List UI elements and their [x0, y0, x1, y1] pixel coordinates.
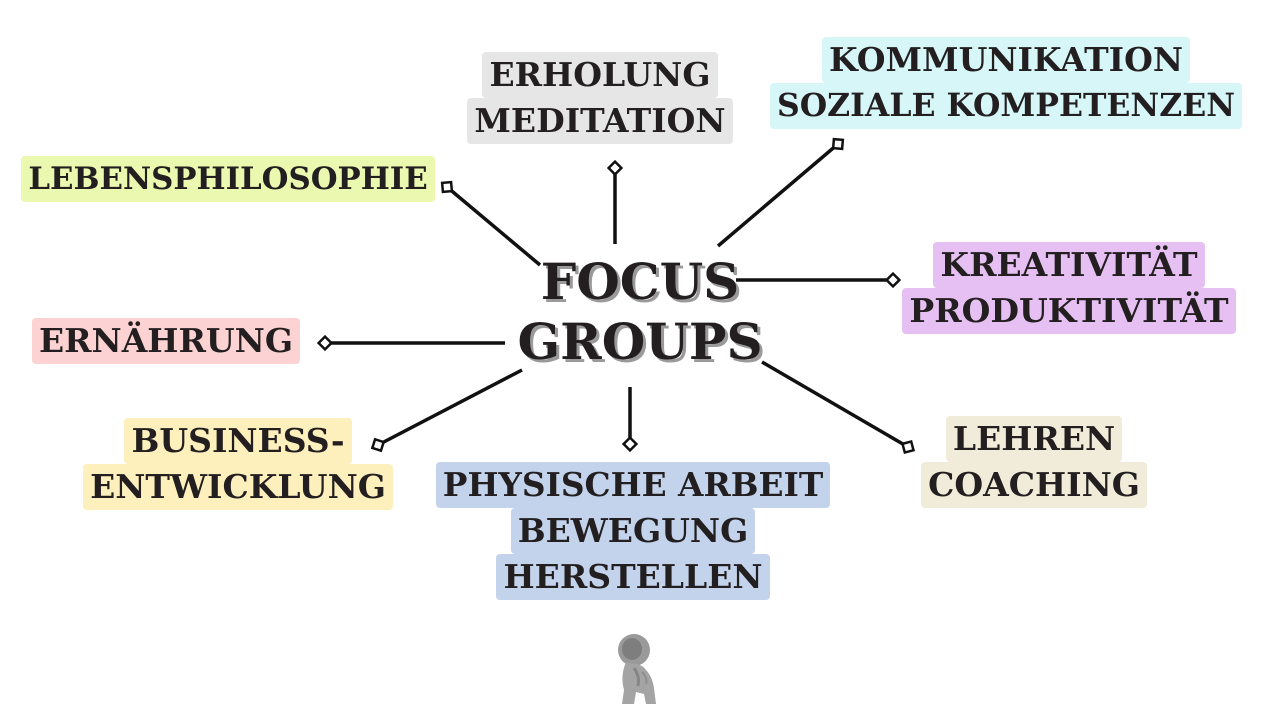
group-kreativitaet: KREATIVITÄT PRODUKTIVITÄT [888, 242, 1250, 334]
connector-lehren-line [761, 360, 909, 449]
group-business-line-1: BUSINESS- [124, 418, 352, 464]
connector-business-line [377, 368, 523, 447]
group-lehren: LEHREN COACHING [912, 416, 1156, 508]
group-kommunikation-line-2: SOZIALE KOMPETENZEN [769, 83, 1243, 129]
group-erholung-line-1: ERHOLUNG [482, 52, 718, 98]
group-physische-line-3: HERSTELLEN [496, 554, 770, 600]
connector-kreativitaet-diamond-marker [884, 271, 902, 289]
connector-business-diamond-marker [370, 437, 386, 453]
central-topic-line-2: GROUPS [517, 312, 763, 371]
connector-lehren-diamond-marker [900, 439, 916, 455]
connector-physische-diamond-marker [621, 435, 639, 453]
group-lebensphilosophie-line-1: LEBENSPHILOSOPHIE [21, 156, 435, 202]
group-physische-line-1: PHYSISCHE ARBEIT [435, 462, 831, 508]
connector-lebensphilosophie-diamond-marker [440, 180, 454, 194]
group-lehren-line-2: COACHING [921, 462, 1147, 508]
connectors [316, 137, 916, 455]
connector-lebensphilosophie-line [445, 185, 542, 267]
group-ernaehrung-line-1: ERNÄHRUNG [31, 318, 301, 364]
central-topic: FOCUS GROUPS [480, 252, 800, 372]
group-ernaehrung: ERNÄHRUNG [20, 318, 312, 364]
central-topic-line-1: FOCUS [540, 252, 740, 311]
group-physische-arbeit: PHYSISCHE ARBEIT BEWEGUNG HERSTELLEN [435, 462, 831, 600]
group-kommunikation-line-1: KOMMUNIKATION [821, 37, 1191, 83]
connector-kommunikation-line [716, 142, 840, 248]
connector-ernaehrung-diamond-marker [316, 334, 334, 352]
group-lehren-line-1: LEHREN [945, 416, 1123, 462]
group-business: BUSINESS- ENTWICKLUNG [72, 418, 404, 510]
group-kommunikation: KOMMUNIKATION SOZIALE KOMPETENZEN [769, 37, 1243, 129]
connector-erholung-diamond-marker [606, 159, 624, 177]
group-erholung-line-2: MEDITATION [467, 98, 733, 144]
connector-kommunikation-diamond-marker [831, 137, 845, 151]
group-physische-line-2: BEWEGUNG [510, 508, 756, 554]
group-erholung: ERHOLUNG MEDITATION [460, 52, 740, 144]
group-kreativitaet-line-2: PRODUKTIVITÄT [902, 288, 1236, 334]
group-lebensphilosophie: LEBENSPHILOSOPHIE [21, 156, 435, 202]
group-kreativitaet-line-1: KREATIVITÄT [933, 242, 1205, 288]
thinker-statue-icon [618, 634, 656, 704]
group-business-line-2: ENTWICKLUNG [83, 464, 393, 510]
